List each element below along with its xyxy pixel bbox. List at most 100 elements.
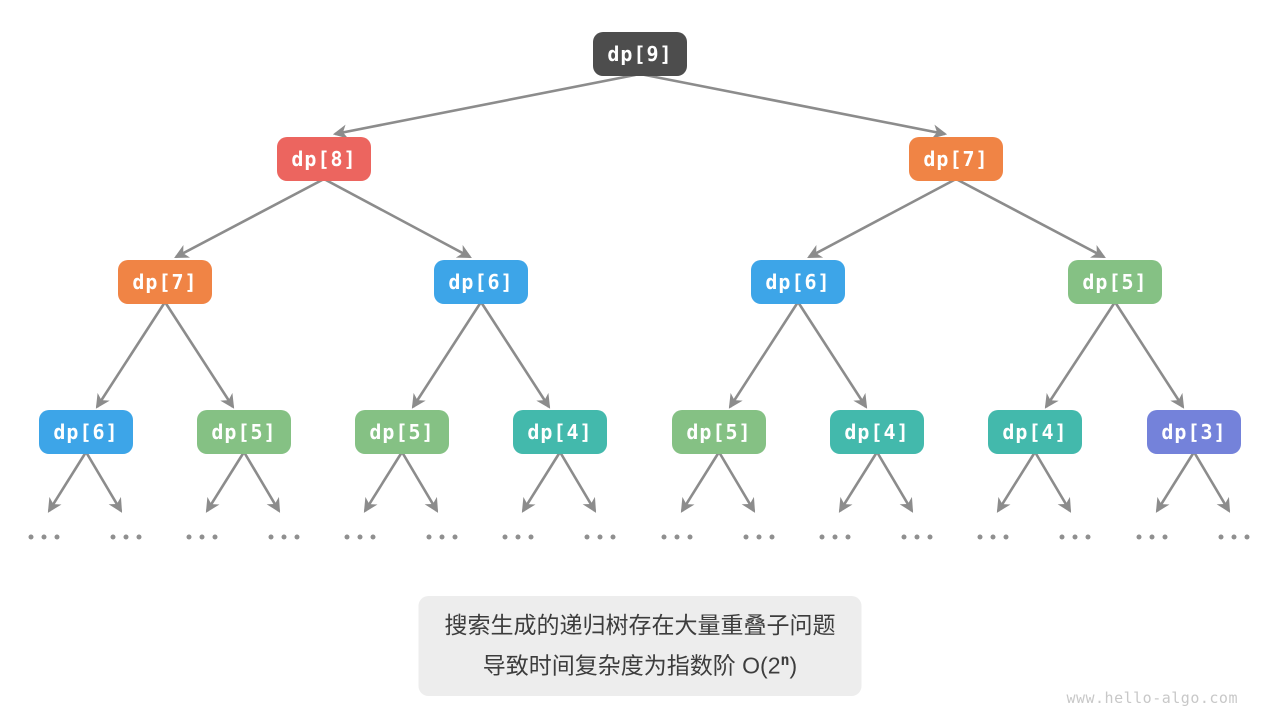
caption-box: 搜索生成的递归树存在大量重叠子问题 导致时间复杂度为指数阶 O(2n): [418, 596, 862, 696]
tree-edge-arrow: [84, 451, 123, 513]
tree-node: dp[3]: [1147, 410, 1241, 454]
tree-node: dp[6]: [434, 260, 528, 304]
tree-edge-arrow: [174, 177, 325, 259]
ellipsis-dot: [268, 534, 274, 540]
ellipsis-leaf: [661, 534, 693, 540]
tree-edge-arrow: [717, 451, 756, 513]
tree-node: dp[5]: [1068, 260, 1162, 304]
ellipsis-dot: [687, 534, 693, 540]
tree-edge-arrow: [807, 177, 957, 259]
ellipsis-dot: [439, 534, 445, 540]
tree-edge-arrow: [95, 301, 167, 409]
ellipsis-dot: [186, 534, 192, 540]
ellipsis-leaf: [110, 534, 142, 540]
ellipsis-dot: [769, 534, 775, 540]
ellipsis-leaf: [584, 534, 616, 540]
caption-line2-suffix: ): [789, 652, 798, 679]
ellipsis-leaf: [819, 534, 851, 540]
ellipsis-dot: [901, 534, 907, 540]
caption-line2: 导致时间复杂度为指数阶 O(2n): [445, 643, 836, 684]
tree-edge-arrow: [558, 451, 597, 513]
ellipsis-dot: [674, 534, 680, 540]
tree-node: dp[7]: [118, 260, 212, 304]
ellipsis-dot: [502, 534, 508, 540]
ellipsis-dot: [756, 534, 762, 540]
ellipsis-dot: [199, 534, 205, 540]
ellipsis-leaf: [186, 534, 218, 540]
ellipsis-leaf: [1218, 534, 1250, 540]
ellipsis-leaf: [344, 534, 376, 540]
tree-edge-arrow: [955, 177, 1106, 259]
tree-edge-arrow: [163, 301, 235, 409]
tree-edge-arrow: [639, 72, 948, 139]
ellipsis-dot: [990, 534, 996, 540]
ellipsis-dot: [452, 534, 458, 540]
tree-edge-arrow: [47, 451, 88, 513]
tree-edge-arrow: [996, 451, 1037, 513]
tree-edge-arrow: [521, 451, 562, 513]
ellipsis-dot: [212, 534, 218, 540]
ellipsis-dot: [110, 534, 116, 540]
tree-node: dp[4]: [830, 410, 924, 454]
ellipsis-dot: [845, 534, 851, 540]
ellipsis-dot: [819, 534, 825, 540]
ellipsis-leaf: [1136, 534, 1168, 540]
ellipsis-dot: [1003, 534, 1009, 540]
ellipsis-dot: [584, 534, 590, 540]
ellipsis-dot: [1244, 534, 1250, 540]
ellipsis-dot: [743, 534, 749, 540]
tree-edge-arrow: [205, 451, 246, 513]
ellipsis-dot: [927, 534, 933, 540]
ellipsis-dot: [281, 534, 287, 540]
caption-exponent: n: [780, 651, 790, 669]
tree-edge-arrow: [332, 72, 641, 139]
ellipsis-dot: [977, 534, 983, 540]
ellipsis-dot: [28, 534, 34, 540]
ellipsis-dot: [1085, 534, 1091, 540]
tree-edge-arrow: [728, 301, 800, 409]
tree-edge-arrow: [796, 301, 868, 409]
ellipsis-dot: [357, 534, 363, 540]
ellipsis-leaf: [743, 534, 775, 540]
ellipsis-dot: [344, 534, 350, 540]
tree-edge-arrow: [242, 451, 281, 513]
watermark: www.hello-algo.com: [1066, 689, 1238, 707]
ellipsis-dot: [426, 534, 432, 540]
ellipsis-dot: [1072, 534, 1078, 540]
ellipsis-dot: [528, 534, 534, 540]
tree-node: dp[8]: [277, 137, 371, 181]
ellipsis-leaf: [426, 534, 458, 540]
ellipsis-dot: [1162, 534, 1168, 540]
tree-edge-arrow: [1192, 451, 1231, 513]
ellipsis-dot: [597, 534, 603, 540]
caption-line1: 搜索生成的递归树存在大量重叠子问题: [444, 612, 836, 638]
ellipsis-dot: [1218, 534, 1224, 540]
tree-edge-arrow: [400, 451, 439, 513]
tree-edge-arrow: [479, 301, 551, 409]
ellipsis-leaf: [28, 534, 60, 540]
tree-edge-arrow: [875, 451, 914, 513]
ellipsis-leaf: [901, 534, 933, 540]
tree-edge-arrow: [1113, 301, 1185, 409]
ellipsis-leaf: [1059, 534, 1091, 540]
ellipsis-dot: [914, 534, 920, 540]
tree-edge-arrow: [323, 177, 472, 259]
ellipsis-dot: [1231, 534, 1237, 540]
ellipsis-dot: [54, 534, 60, 540]
ellipsis-leaf: [977, 534, 1009, 540]
tree-edge-arrow: [1044, 301, 1117, 409]
tree-node: dp[4]: [988, 410, 1082, 454]
tree-edge-arrow: [363, 451, 404, 513]
ellipsis-dot: [1149, 534, 1155, 540]
ellipsis-dot: [136, 534, 142, 540]
tree-node: dp[4]: [513, 410, 607, 454]
ellipsis-dot: [661, 534, 667, 540]
tree-edge-arrow: [411, 301, 483, 409]
ellipsis-dot: [294, 534, 300, 540]
tree-node: dp[5]: [197, 410, 291, 454]
ellipsis-dot: [1136, 534, 1142, 540]
tree-edge-arrow: [680, 451, 721, 513]
ellipsis-dot: [610, 534, 616, 540]
